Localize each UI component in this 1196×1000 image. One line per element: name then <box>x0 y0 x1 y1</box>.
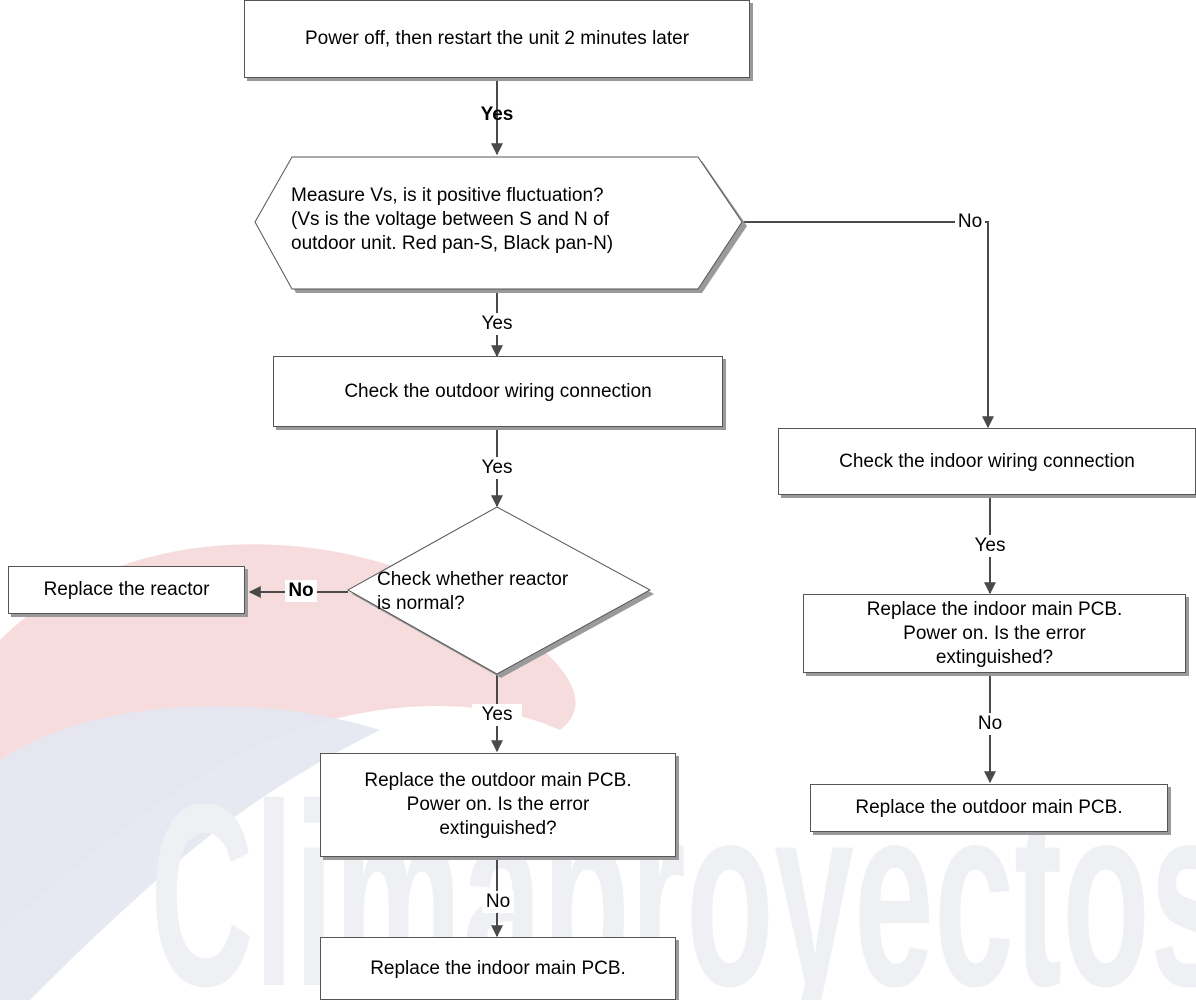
node-replace-outdoor-pcb-final: Replace the outdoor main PCB. <box>810 784 1168 832</box>
node-measure-vs-text: Measure Vs, is it positive fluctuation? … <box>291 185 614 254</box>
node-replace-indoor-pcb-check: Replace the indoor main PCB. Power on. I… <box>803 594 1186 673</box>
node-check-reactor-text: Check whether reactor is normal? <box>377 569 569 614</box>
label-yes-2: Yes <box>472 313 522 335</box>
label-yes-1: Yes <box>480 104 514 125</box>
node-replace-reactor: Replace the reactor <box>8 566 245 614</box>
label-no-indoor-pcb: No <box>974 713 1006 735</box>
label-no-reactor: No <box>285 580 317 602</box>
watermark-blue-swoosh <box>0 706 380 1000</box>
connector-measure-no-branch <box>742 221 994 429</box>
label-yes-right: Yes <box>965 535 1015 557</box>
label-no-outdoor-pcb: No <box>482 891 514 913</box>
node-replace-outdoor-pcb-check: Replace the outdoor main PCB. Power on. … <box>320 753 676 857</box>
reactor-diamond <box>346 506 652 675</box>
node-power-off-restart: Power off, then restart the unit 2 minut… <box>244 0 750 78</box>
measure-vs-hexagon <box>254 156 743 290</box>
node-check-indoor-wiring: Check the indoor wiring connection <box>778 428 1196 495</box>
label-no-right-branch: No <box>955 211 985 233</box>
node-replace-indoor-pcb-final: Replace the indoor main PCB. <box>320 937 676 1000</box>
watermark-red-swoosh <box>0 544 576 930</box>
label-yes-4: Yes <box>472 704 522 726</box>
label-yes-3: Yes <box>472 457 522 479</box>
node-check-outdoor-wiring: Check the outdoor wiring connection <box>273 356 723 427</box>
